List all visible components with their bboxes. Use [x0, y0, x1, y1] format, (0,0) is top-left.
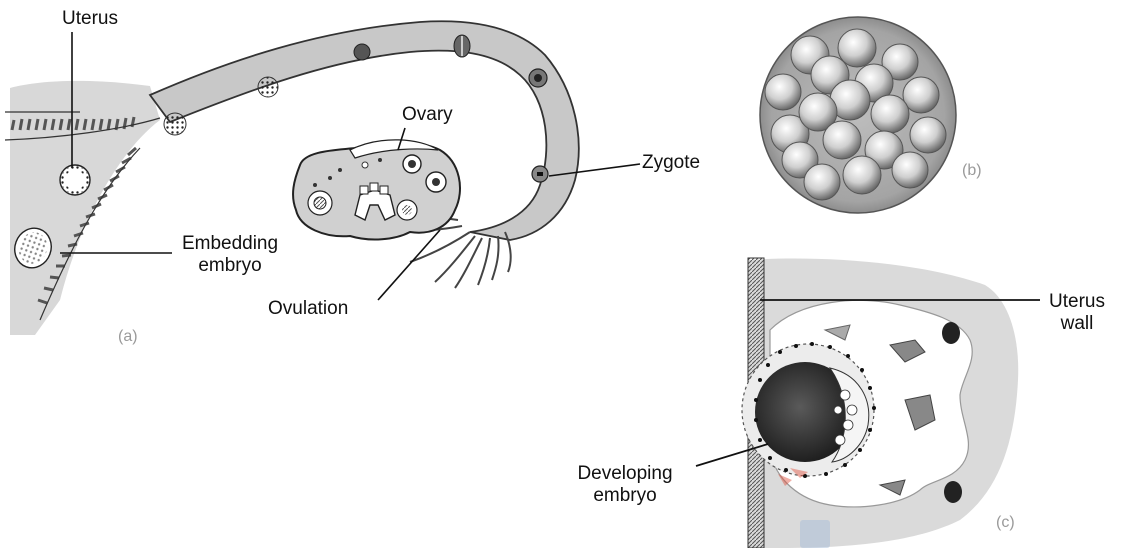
label-uterus: Uterus [62, 8, 118, 30]
panel-label-b: (b) [962, 162, 982, 180]
cleavage-stage-8 [258, 77, 278, 97]
cavity-blob-2 [944, 481, 962, 503]
implantation-illustration [742, 258, 1018, 548]
panel-label-c: (c) [996, 514, 1015, 532]
cleavage-stage-4 [354, 44, 370, 60]
morula-stage [164, 113, 186, 135]
label-embedding-embryo-line-1: Embedding [175, 233, 285, 255]
label-uterus-wall-line-2: wall [1040, 313, 1114, 335]
label-developing-embryo-line-1: Developing [556, 463, 694, 485]
label-ovulation: Ovulation [268, 298, 348, 320]
label-embedding-embryo-line-2: embryo [175, 255, 285, 277]
label-developing-embryo-line-2: embryo [556, 485, 694, 507]
label-uterus-wall: Uterus wall [1040, 291, 1114, 335]
label-uterus-wall-line-1: Uterus [1040, 291, 1114, 313]
label-embedding-embryo: Embedding embryo [175, 233, 285, 277]
label-developing-embryo: Developing embryo [556, 463, 694, 507]
morula-illustration [760, 17, 956, 213]
label-ovary: Ovary [402, 104, 453, 126]
panel-label-a: (a) [118, 328, 138, 346]
uterus-and-oviduct-illustration [5, 21, 579, 335]
label-zygote: Zygote [642, 152, 700, 174]
cavity-blob-1 [942, 322, 960, 344]
